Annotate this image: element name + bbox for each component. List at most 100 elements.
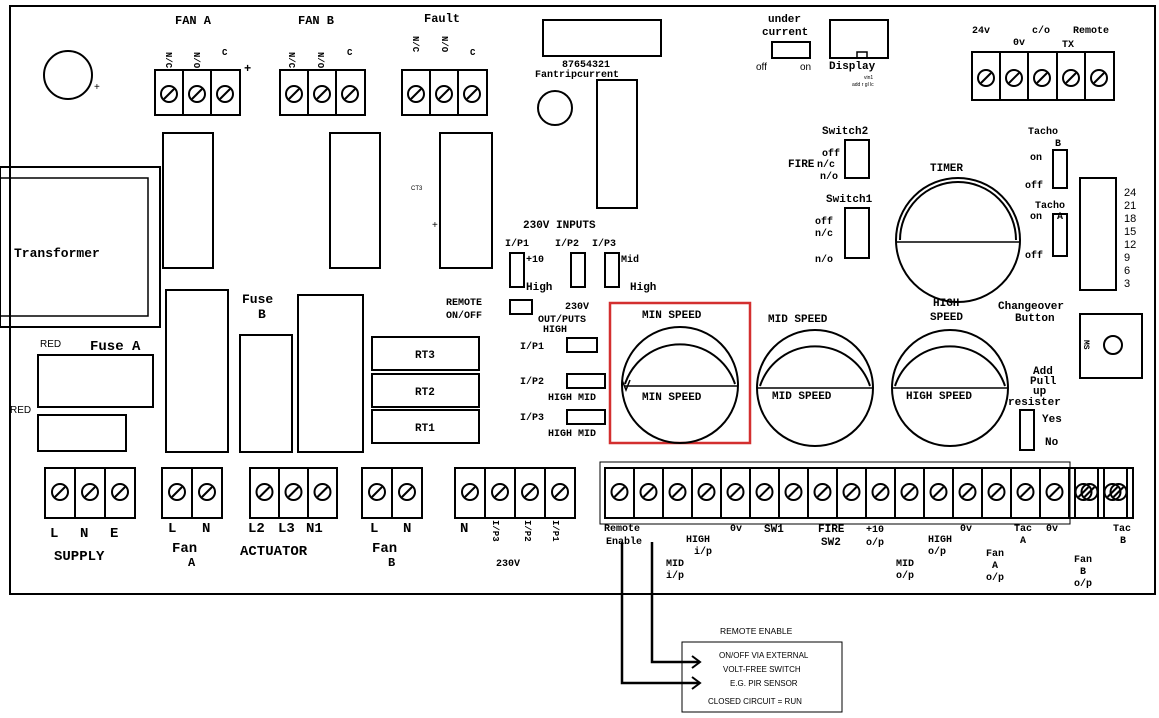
actuator-l2-label: L2 [248,521,265,537]
terminal-screw-icon [668,483,687,501]
terminal-screw-icon [198,483,216,501]
tacho-a-label-1: Tacho [1035,200,1065,212]
terminal-screw-icon [1109,483,1128,501]
terminal-screw-icon [284,483,303,501]
high-ip-label-2: i/p [694,546,712,558]
high-op-label-1: HIGH [928,535,952,546]
high-speed-top-label-1: HIGH [933,298,959,310]
pullup-label-1: Add [1033,366,1053,378]
terminal-screw-icon [313,483,332,501]
timer-scale-3: 3 [1124,278,1130,290]
fault-header: Fault [424,12,460,26]
pullup-label-2: Pull [1030,376,1057,388]
control-terminal-outline [599,461,1071,525]
fault-c-label: C [470,48,476,58]
component-fuse-left [165,289,229,453]
supply-n-label: N [80,526,88,542]
fan-a-header: FAN A [175,14,212,28]
input-high-label-1: High [526,282,552,294]
terminal-screw-icon [755,483,774,501]
actuator-label: ACTUATOR [240,544,308,560]
fault-no-label: N/O [439,36,449,53]
tacho-a-label-2: A [1057,212,1063,223]
terminal-screw-icon [255,483,274,501]
plus10-op-label-2: o/p [866,537,884,549]
tacho-b-label-1: Tacho [1028,126,1058,138]
output-ip1-label: I/P1 [520,341,544,353]
rt3 [371,336,480,371]
input-ip2-label: I/P2 [555,238,579,250]
input-ip1-vertical: I/P1 [550,520,560,542]
buzzer-icon [537,90,573,126]
input-ip3-label: I/P3 [592,238,616,250]
zero-v-label-3: 0v [1046,524,1058,535]
terminal-screw-icon [51,483,69,501]
supply-e-label: E [110,526,118,542]
mid-ip-label-2: i/p [666,570,684,582]
switch2-no: n/o [820,171,838,183]
rt3-label: RT3 [415,350,435,362]
fuse-b [239,334,293,453]
sw1-label: SW1 [764,524,784,536]
control-terminal-strip [604,467,1128,519]
under-current-on: on [800,62,811,73]
fan-a-terminal-block [154,69,241,116]
min-speed-top-label: MIN SPEED [642,310,702,322]
input-230v-label: 230V [496,559,520,570]
terminal-screw-icon [491,483,509,501]
input-ip2-jumper [570,252,586,288]
input-230v-terminal-strip [454,467,576,519]
under-current-off: off [756,62,767,73]
fan-b-no-label: N/O [315,52,325,69]
relay-fan-a [162,132,214,269]
terminal-screw-icon [842,483,861,501]
input-high-label-2: High [630,282,656,294]
remote-onoff-jumper [509,299,533,315]
zero-v-label-1: 0v [730,524,742,535]
tac-a-label-2: A [1020,536,1026,547]
remote-onoff-label-1: REMOTE [446,298,482,309]
pullup-jumper [1019,409,1035,451]
timer-scale-24: 24 [1124,187,1136,199]
high-ip-label-1: HIGH [686,535,710,546]
display-label: Display [829,61,876,73]
input-mid-label: Mid [621,254,639,266]
terminal-screw-icon [987,483,1006,501]
display-pins-top: vin1 [864,75,873,81]
timer-scale-9: 9 [1124,252,1130,264]
ic-chip [596,79,638,209]
terminal-screw-icon [168,483,186,501]
output-ip2-label: I/P2 [520,376,544,388]
fan-b-op-label-1: Fan [1074,555,1092,566]
terminal-screw-icon [813,483,832,501]
terminal-screw-icon [871,483,890,501]
terminal-screw-icon [111,483,129,501]
fan-a-op-label-3: o/p [986,572,1004,584]
fire-bottom-label: FIRE [818,524,845,536]
fan-a-l-label: L [168,521,176,537]
rt2-label: RT2 [415,387,435,399]
tac-a-label-1: Tac [1014,524,1032,535]
fan-a-bottom-letter: A [188,556,196,570]
fan-b-op-label-3: o/p [1074,578,1092,590]
terminal-24v-label: 24v [972,26,990,37]
pullup-yes: Yes [1042,414,1062,426]
dip-numbers: 87654321 [562,60,610,71]
fan-b-n-label: N [403,521,411,537]
red-label-1: RED [40,339,61,350]
fire-label: FIRE [788,159,815,171]
terminal-screw-icon [697,483,716,501]
plus10-op-label-1: +10 [866,525,884,536]
input-ip3-jumper [604,252,620,288]
mid-speed-arc [759,345,871,387]
component-right-of-fuse-b [297,294,364,453]
switch2-nc: n/c [817,159,835,171]
output-high-label: HIGH [543,325,567,336]
remote-enable-callout [681,641,843,713]
callout-title: REMOTE ENABLE [720,626,793,636]
outputs-230v-label-1: 230V [565,302,589,313]
under-current-label-1: under [768,14,801,26]
board-outline [9,5,1156,595]
fan-b-l-label: L [370,521,378,537]
bottom-terminal-strips [44,461,1134,525]
